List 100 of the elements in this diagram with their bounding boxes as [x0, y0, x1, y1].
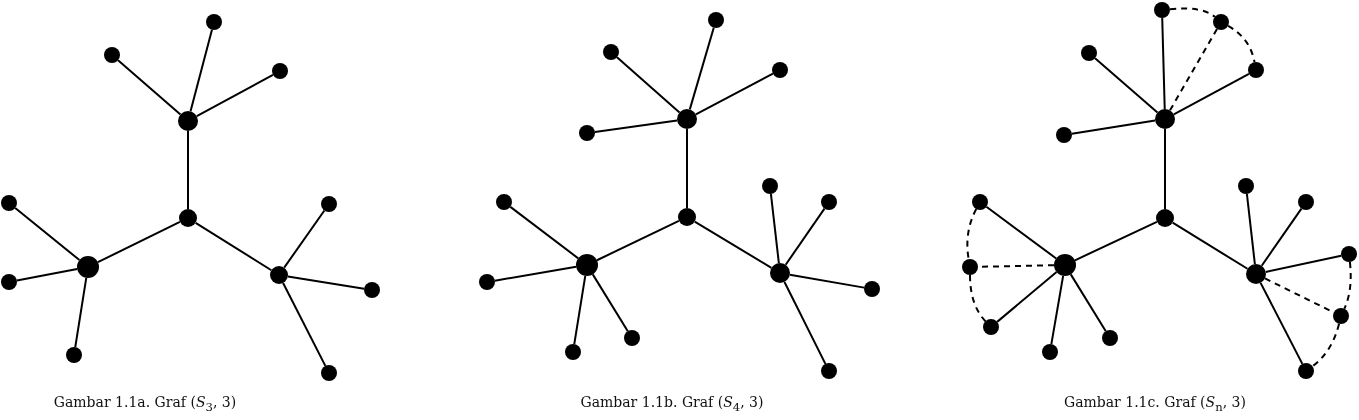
- graph-edge: [693, 220, 773, 269]
- graph-vertex: [1, 195, 17, 211]
- graph-vertex: [77, 256, 99, 278]
- graph-edge: [573, 274, 587, 346]
- graph-edge: [1343, 260, 1352, 310]
- graph-vertex: [678, 208, 696, 226]
- graph-edge: [283, 209, 326, 269]
- graph-vertex: [708, 12, 724, 28]
- graph-edge: [688, 26, 715, 111]
- graph-vertex: [762, 178, 778, 194]
- graph-edge: [985, 205, 1058, 260]
- graph-vertex: [1155, 109, 1175, 129]
- graph-vertex: [1102, 330, 1118, 346]
- graph-edge: [595, 219, 680, 262]
- graph-vertex: [972, 194, 988, 210]
- graph-vertex: [496, 194, 512, 210]
- graph-vertex: [1333, 308, 1349, 324]
- graph-edge: [195, 73, 274, 118]
- graph-vertex: [1081, 45, 1097, 61]
- graph-vertex: [1298, 194, 1314, 210]
- graph-vertex: [179, 209, 197, 227]
- graph-edge: [1069, 273, 1107, 333]
- graph-edge: [1245, 192, 1256, 266]
- graph-edge: [1070, 119, 1157, 135]
- graph-vertex: [178, 111, 198, 131]
- figure-caption: Gambar 1.1a. Graf (S$_{3}$, 3): [53, 394, 237, 410]
- graph-edge: [788, 273, 866, 289]
- graph-edge: [616, 56, 681, 114]
- graph-vertex: [1, 274, 17, 290]
- graph-edge: [187, 130, 189, 210]
- graph-vertex: [821, 194, 837, 210]
- graph-vertex: [821, 363, 837, 379]
- graph-vertex: [1246, 264, 1266, 284]
- graph-edge: [1050, 274, 1065, 346]
- graph-edge: [15, 268, 79, 282]
- graph-vertex: [983, 319, 999, 335]
- graph-edge: [14, 207, 81, 262]
- graph-vertex: [677, 109, 697, 129]
- graph-vertex: [321, 196, 337, 212]
- graph-edge: [117, 59, 182, 116]
- graph-edge: [1161, 17, 1166, 110]
- graph-vertex: [479, 274, 495, 290]
- graph-edge: [189, 28, 213, 113]
- graph-vertex: [1341, 246, 1357, 262]
- graph-vertex: [1238, 178, 1254, 194]
- graph-vertex: [565, 344, 581, 360]
- graph-edge: [591, 273, 629, 333]
- graph-vertex: [579, 125, 595, 141]
- graph-edge: [509, 205, 580, 260]
- graph-edge: [1094, 57, 1159, 114]
- graph-edge: [286, 275, 366, 290]
- graph-edge: [1227, 24, 1256, 64]
- graph-edge: [1164, 128, 1166, 210]
- graph-vertex: [1054, 254, 1076, 276]
- graph-edge: [769, 192, 780, 265]
- graph-edge: [783, 280, 827, 365]
- graph-edge: [966, 208, 978, 261]
- graph-edge: [1073, 220, 1158, 262]
- graph-edge: [74, 276, 88, 349]
- graph-vertex: [1298, 363, 1314, 379]
- graph-edge: [996, 271, 1058, 323]
- graph-vertex: [1156, 209, 1174, 227]
- graph-edge: [282, 282, 327, 367]
- graph-edge: [1264, 254, 1343, 273]
- graph-edge: [1171, 221, 1249, 270]
- graph-vertex: [1042, 344, 1058, 360]
- graph-edge: [493, 265, 578, 282]
- graph-edge: [694, 72, 774, 116]
- graph-vertex: [1213, 14, 1229, 30]
- graph-edge: [969, 274, 987, 323]
- graph-vertex: [864, 281, 880, 297]
- graph-vertex: [206, 14, 222, 30]
- graph-edge: [1259, 281, 1304, 365]
- graph-vertex: [66, 347, 82, 363]
- graph-edge: [686, 128, 688, 209]
- graph-vertex: [364, 282, 380, 298]
- graph-edge: [593, 119, 679, 133]
- graph-vertex: [270, 266, 288, 284]
- graph-vertex: [272, 63, 288, 79]
- graph-vertex: [1248, 62, 1264, 78]
- graph-vertex: [321, 365, 337, 381]
- graph-edge: [1168, 7, 1216, 18]
- graph-edge: [1172, 72, 1250, 116]
- graph-vertex: [1056, 127, 1072, 143]
- graph-edge: [784, 207, 826, 266]
- graph-vertex: [962, 259, 978, 275]
- graph-vertex: [603, 44, 619, 60]
- graph-edge: [1169, 27, 1218, 112]
- graph-vertex: [624, 330, 640, 346]
- graph-vertex: [104, 47, 120, 63]
- figure-caption: Gambar 1.1c. Graf (S$_{n}$, 3): [1064, 394, 1246, 410]
- graph-vertex: [772, 62, 788, 78]
- graph-vertex: [770, 263, 790, 283]
- graph-edge: [96, 220, 181, 264]
- figure-caption: Gambar 1.1b. Graf (S$_{4}$, 3): [580, 394, 764, 410]
- graph-vertex: [1154, 2, 1170, 18]
- graph-vertex: [576, 254, 598, 276]
- graph-edge: [1311, 322, 1341, 368]
- graph-edge: [1260, 207, 1303, 267]
- graph-edge: [194, 221, 273, 272]
